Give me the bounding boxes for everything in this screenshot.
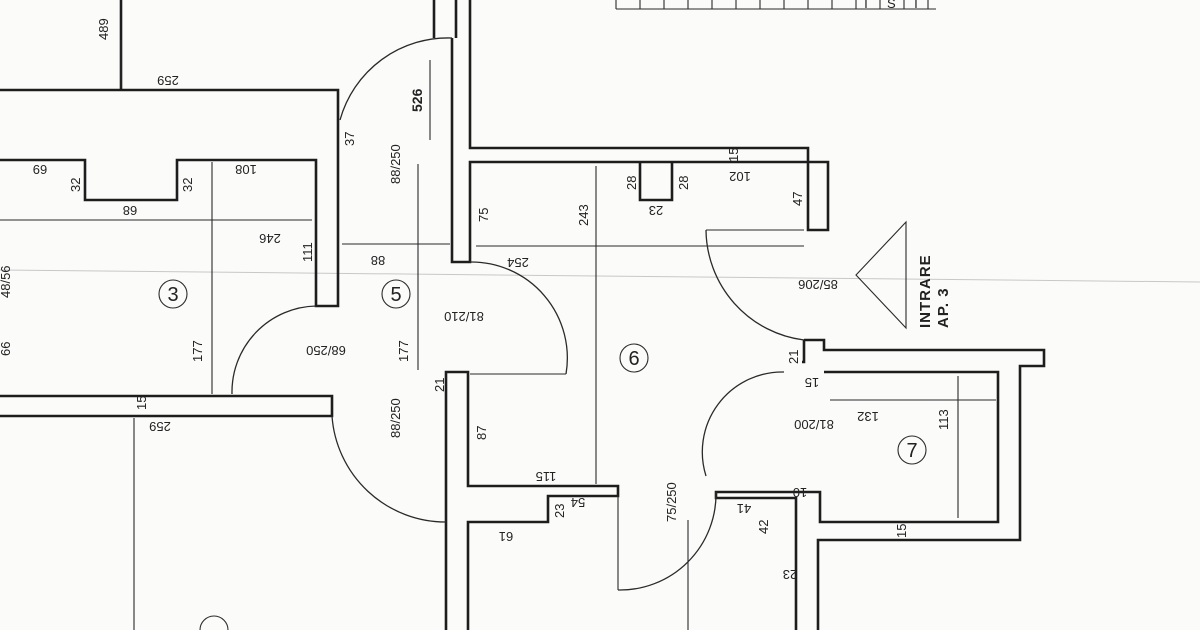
dim-243: 243 (576, 204, 591, 226)
dim-87: 87 (474, 426, 489, 440)
entrance-apartment: AP. 3 (935, 287, 952, 328)
entrance-arrow-icon (855, 220, 907, 330)
dim-113: 113 (936, 409, 951, 430)
dim-115: 115 (536, 469, 557, 484)
dim-177-mid: 177 (396, 340, 411, 362)
dim-48-56: 48/56 (0, 265, 13, 298)
dim-85-206: 85/206 (798, 277, 838, 292)
dim-61: 61 (499, 529, 513, 544)
table-cell-1: T (862, 0, 870, 11)
dim-68: 68 (123, 203, 137, 218)
dim-37: 37 (342, 132, 357, 146)
dim-132: 132 (857, 409, 879, 424)
dim-28-right: 28 (676, 176, 691, 190)
dim-15-bottom: 15 (894, 524, 909, 538)
table-cell-3: T (912, 0, 920, 11)
dim-68-250: 68/250 (306, 343, 346, 358)
dim-28-left: 28 (624, 176, 639, 190)
dim-88: 88 (371, 253, 385, 268)
dim-246: 246 (259, 231, 281, 246)
dim-15-top: 15 (726, 148, 741, 162)
dim-10: 10 (793, 485, 807, 500)
entrance-label: INTRARE (917, 254, 934, 328)
dim-88-250-upper: 88/250 (388, 144, 403, 184)
dim-75-250: 75/250 (664, 482, 679, 522)
dim-23-bottom: 23 (552, 504, 567, 518)
room-6-number: 6 (628, 348, 639, 370)
dim-21-right: 21 (786, 350, 801, 364)
dim-23-right: 23 (783, 567, 797, 582)
room-numbers: 3 5 6 7 (158, 279, 927, 465)
dim-23-top: 23 (649, 203, 663, 218)
dim-254: 254 (507, 255, 529, 270)
dim-42: 42 (756, 520, 771, 534)
room-7-number: 7 (906, 440, 917, 462)
dim-81-200: 81/200 (794, 417, 834, 432)
dim-21-left: 21 (432, 378, 447, 392)
dim-15-left: 15 (134, 396, 149, 410)
door-swings (231, 37, 805, 591)
room-marker-partial (199, 615, 229, 630)
dim-41: 41 (737, 501, 751, 516)
dim-32-right: 32 (180, 178, 195, 192)
dim-88-250-lower: 88/250 (388, 398, 403, 438)
dim-489: 489 (96, 18, 111, 40)
dim-47: 47 (790, 192, 805, 206)
dim-81-210: 81/210 (444, 309, 484, 324)
dim-259-bottom: 259 (149, 419, 171, 434)
paper-crease (0, 269, 1200, 283)
dimension-labels: 489 259 526 37 88/250 69 32 32 108 68 24… (0, 18, 951, 582)
dim-111: 111 (300, 242, 315, 262)
dim-177-left: 177 (190, 340, 205, 362)
room-3-marker (158, 279, 188, 309)
walls (0, 0, 1046, 630)
room-5-number: 5 (390, 284, 401, 306)
schedule-table-fragment: T S T (615, 0, 936, 11)
room-6-marker (619, 343, 649, 373)
dim-108: 108 (235, 162, 257, 177)
dimension-lines (0, 40, 996, 630)
dim-75: 75 (476, 208, 491, 222)
dim-15-room7: 15 (805, 375, 819, 390)
room-7-marker (897, 435, 927, 465)
dim-259-top: 259 (157, 73, 179, 88)
dim-102: 102 (729, 169, 751, 184)
table-cell-2: S (887, 0, 896, 11)
dim-32-left: 32 (68, 178, 83, 192)
dim-54: 54 (571, 495, 585, 510)
room-3-number: 3 (167, 284, 178, 306)
room-5-marker (381, 279, 411, 309)
dim-66: 66 (0, 342, 13, 356)
dim-526: 526 (409, 88, 425, 112)
dim-69: 69 (33, 162, 47, 177)
